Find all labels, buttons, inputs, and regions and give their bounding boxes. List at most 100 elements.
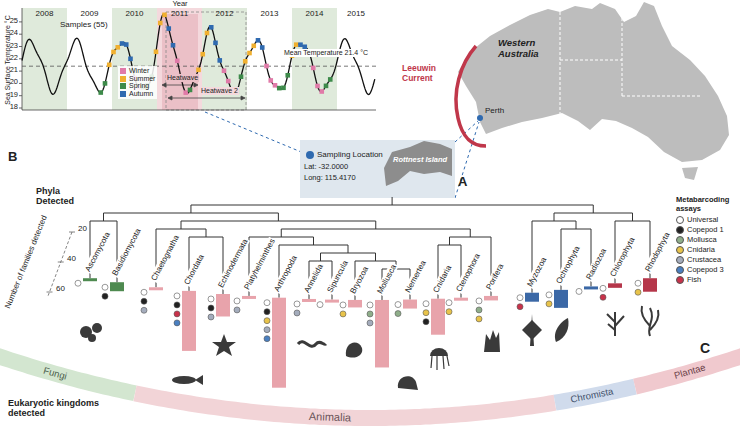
sample-marker <box>260 45 265 50</box>
sample-marker <box>209 25 214 30</box>
sample-marker <box>247 51 252 56</box>
legend-item: Mollusca <box>676 235 736 245</box>
phylum-label: Basidiomycota <box>110 226 143 278</box>
phylum-label: Bryozoa <box>348 264 371 296</box>
legend-swatch <box>676 246 684 254</box>
heatwave-arrows <box>162 83 166 87</box>
assay-dot <box>264 336 270 342</box>
legend-swatch <box>676 236 684 244</box>
phylum-label: Myzozoa <box>525 254 549 288</box>
assay-dot <box>234 298 240 304</box>
tree-branch <box>449 237 450 245</box>
phylum-label: Mollusca <box>375 262 399 296</box>
season-legend: WinterSummerSpringAutumn <box>118 66 157 99</box>
sample-marker <box>196 68 201 73</box>
phylum-label: Ascomycota <box>83 230 113 275</box>
sample-marker <box>285 73 290 78</box>
sample-marker <box>175 59 180 64</box>
legend-swatch <box>676 266 684 274</box>
legend-text: Mollusca <box>687 236 717 244</box>
legend-swatch <box>120 76 126 82</box>
silhouettes <box>530 314 534 346</box>
sample-marker <box>213 41 218 46</box>
assay-dot <box>264 300 270 306</box>
tick <box>19 95 22 96</box>
year-bands <box>292 8 337 110</box>
legend-swatch <box>120 68 126 74</box>
phylogeny <box>47 197 658 388</box>
assay-dot <box>600 285 606 291</box>
tree-branch <box>348 245 349 253</box>
phylum-label: Chaetognatha <box>149 233 182 283</box>
assay-dot <box>446 309 452 315</box>
assay-dot <box>102 293 108 299</box>
sample-marker <box>171 43 176 48</box>
tree-branch <box>554 213 555 221</box>
legend-text: Winter <box>129 67 149 75</box>
family-bar <box>584 286 598 289</box>
sample-marker <box>120 41 125 46</box>
label: Long: 115.4170 <box>304 174 356 183</box>
legend-item: Spring <box>120 82 155 90</box>
label: Perth <box>485 106 504 115</box>
tick <box>19 83 22 84</box>
tree-branch <box>278 213 279 221</box>
family-scale <box>48 232 72 296</box>
tree-branch <box>375 221 376 229</box>
sample-marker <box>124 42 129 47</box>
assay-dot <box>367 320 373 326</box>
silhouettes <box>298 342 326 347</box>
assay-dot <box>423 310 429 316</box>
assay-dot <box>340 302 346 308</box>
tick <box>19 58 22 59</box>
assay-dot <box>141 307 147 313</box>
sample-marker <box>268 78 273 83</box>
assay-dot <box>635 280 641 286</box>
assay-dot <box>517 304 523 310</box>
label: 2014 <box>306 9 324 18</box>
assay-dot <box>317 302 323 308</box>
sample-marker <box>103 81 108 86</box>
family-bar <box>83 278 97 281</box>
legend-swatch <box>676 276 684 284</box>
silhouettes <box>398 376 418 390</box>
tick <box>19 34 22 35</box>
connector-dashes <box>205 112 306 154</box>
sample-marker <box>98 90 103 95</box>
assay-dot <box>75 280 81 286</box>
silhouettes <box>430 348 448 356</box>
assay-dot <box>546 301 552 307</box>
australia-map <box>560 12 700 115</box>
tick <box>19 21 22 22</box>
legend-item: Universal <box>676 215 736 225</box>
legend-text: Universal <box>687 216 718 224</box>
assay-dot <box>102 284 108 290</box>
heatwave-arrows <box>164 85 196 86</box>
heatwave-arrows <box>170 98 243 99</box>
phylum-label: Nemertea <box>403 258 429 295</box>
label: 2015 <box>347 9 365 18</box>
legend-item: Cnidaria <box>676 245 736 255</box>
sample-marker <box>128 56 133 61</box>
silhouettes <box>92 323 102 333</box>
label: 2010 <box>126 9 144 18</box>
tree-branch <box>181 221 182 229</box>
assay-dot <box>174 293 180 299</box>
sample-marker <box>315 84 320 89</box>
assay-dot <box>476 307 482 313</box>
tree-branch <box>313 237 314 245</box>
legend-text: Autumn <box>129 90 153 98</box>
year-bands <box>22 8 337 110</box>
kingdom-band <box>0 355 135 393</box>
sample-marker <box>205 31 210 36</box>
assay-dot <box>141 289 147 295</box>
year-bands <box>162 14 198 110</box>
legend-swatch <box>676 216 684 224</box>
label: 2008 <box>36 9 54 18</box>
assay-dot <box>517 295 523 301</box>
legend-item: Autumn <box>120 90 155 98</box>
tree-branch <box>190 205 191 213</box>
year-bands <box>166 12 246 110</box>
assay-dot <box>234 307 240 313</box>
